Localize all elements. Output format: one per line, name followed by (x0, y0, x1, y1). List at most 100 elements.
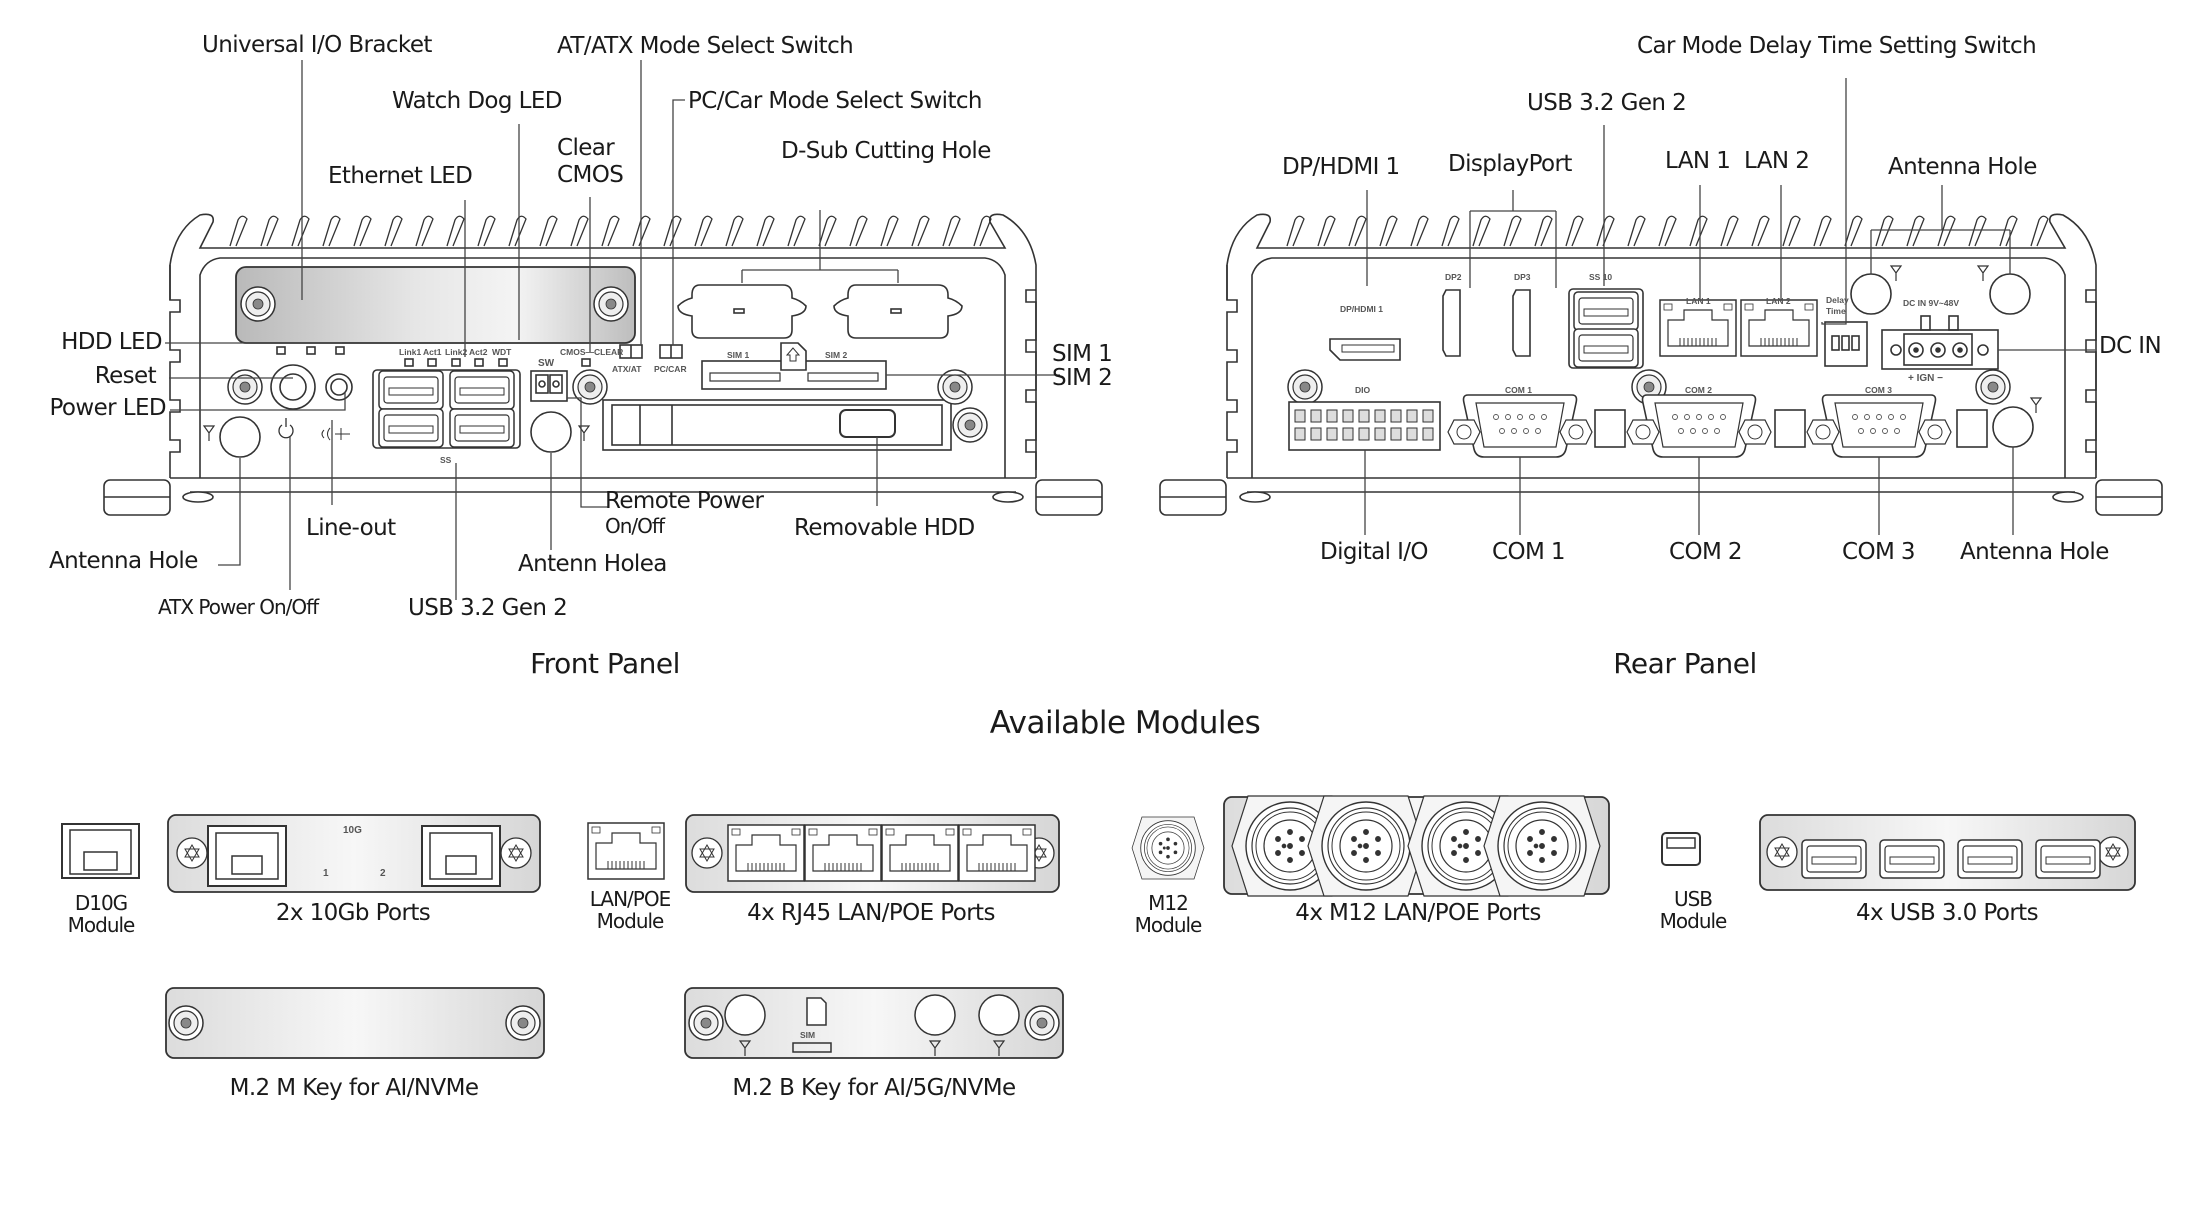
callout-reset: Reset (94, 363, 157, 389)
callout-sim2: SIM 2 (1052, 365, 1113, 391)
module-d10g-label-line1: D10G (74, 891, 128, 915)
silk-wdt: WDT (492, 347, 512, 357)
module-d10g-label-line2: Module (67, 912, 136, 937)
callout-antenna-hole-front-mid: Antenn Holea (518, 551, 667, 577)
callout-atx-power: ATX Power On/Off (158, 595, 319, 619)
silk-dc-in: DC IN 9V~48V (1903, 298, 1959, 308)
callout-hdd-led: HDD LED (61, 329, 162, 355)
callout-antenna-hole-rear-top: Antenna Hole (1888, 154, 2037, 180)
callout-com2: COM 2 (1669, 539, 1743, 565)
heatsink-fins (1286, 215, 2049, 247)
silk-time: Time (1826, 306, 1846, 316)
dio-pin (1294, 409, 1306, 423)
available-modules-title: Available Modules (989, 705, 1261, 741)
silk-delay: Delay (1826, 295, 1849, 305)
silk-act2: Act2 (469, 347, 488, 357)
dio-pin (1406, 409, 1418, 423)
silk-pc-car: PC/CAR (654, 364, 687, 374)
silk-com2: COM 2 (1685, 385, 1712, 395)
dio-pin (1326, 409, 1338, 423)
callout-clear-cmos-line1: Clear (557, 135, 615, 161)
callout-lan1: LAN 1 (1665, 148, 1731, 174)
dio-pin (1358, 409, 1370, 423)
callout-antenna-hole-rear-bottom: Antenna Hole (1960, 539, 2109, 565)
dio-pin (1374, 427, 1386, 441)
silk-sim: SIM (800, 1030, 815, 1040)
callout-universal-io-bracket: Universal I/O Bracket (202, 32, 432, 58)
callout-digital-io: Digital I/O (1320, 539, 1429, 565)
module-m2-m-key-label: M.2 M Key for AI/NVMe (229, 1075, 479, 1101)
callout-sim1: SIM 1 (1052, 341, 1113, 367)
module-usb-ports-label: 4x USB 3.0 Ports (1856, 900, 2039, 926)
silk-10g: 10G (343, 825, 362, 836)
rear-leader-lines (1364, 78, 2095, 535)
silk-com1: COM 1 (1505, 385, 1532, 395)
callout-line-out: Line-out (306, 515, 396, 541)
callout-lan2: LAN 2 (1744, 148, 1810, 174)
silk-lan2: LAN 2 (1766, 296, 1791, 306)
dio-pin (1310, 409, 1322, 423)
dio-pin (1342, 409, 1354, 423)
dio-pin (1422, 427, 1434, 441)
callout-com3: COM 3 (1842, 539, 1916, 565)
callout-dsub-cutting-hole: D-Sub Cutting Hole (781, 138, 991, 164)
callout-ethernet-led: Ethernet LED (328, 163, 473, 189)
dio-pin (1374, 409, 1386, 423)
silk-dp3: DP3 (1514, 272, 1531, 282)
module-m12-label-line1: M12 (1148, 891, 1189, 915)
silk-port-2: 2 (380, 868, 386, 879)
module-usb-label-line2: Module (1659, 908, 1728, 933)
callout-antenna-hole-front-left: Antenna Hole (49, 548, 198, 574)
silk-dp2: DP2 (1445, 272, 1462, 282)
front-panel-drawing (103, 213, 1103, 516)
callout-clear-cmos-line2: CMOS (557, 162, 624, 188)
callout-usb-rear: USB 3.2 Gen 2 (1527, 90, 1687, 116)
dio-pin (1310, 427, 1322, 441)
callout-watch-dog-led: Watch Dog LED (392, 88, 562, 114)
heatsink-fins (229, 215, 992, 247)
dio-pin (1326, 427, 1338, 441)
silk-link2: Link2 (445, 347, 467, 357)
callout-remote-power-line2: On/Off (605, 514, 665, 538)
silk-sw: SW (538, 358, 555, 369)
silk-com3: COM 3 (1865, 385, 1892, 395)
module-lanpoe-label-line1: LAN/POE (589, 887, 671, 911)
callout-com1: COM 1 (1492, 539, 1566, 565)
silk-ign: + IGN − (1908, 373, 1943, 384)
dio-pin (1390, 409, 1402, 423)
module-d10g-label: D10G Module (67, 891, 136, 937)
silk-lan1: LAN 1 (1686, 296, 1711, 306)
dio-pin (1358, 427, 1370, 441)
module-10gb-ports-label: 2x 10Gb Ports (275, 900, 431, 926)
silk-sim2: SIM 2 (825, 350, 847, 360)
silk-port-1: 1 (323, 868, 329, 879)
rear-panel-drawing (1159, 213, 2163, 516)
silk-dp-hdmi1: DP/HDMI 1 (1340, 304, 1383, 314)
dio-pin (1390, 427, 1402, 441)
silk-sim1: SIM 1 (727, 350, 749, 360)
callout-remote-power-line1: Remote Power (605, 488, 764, 514)
module-m12-label: M12 Module (1134, 891, 1203, 937)
front-panel-title: Front Panel (530, 647, 680, 680)
module-rj45-ports-label: 4x RJ45 LAN/POE Ports (747, 900, 995, 926)
modules-drawing (61, 795, 2136, 1059)
silk-cmos-clear: CMOS—CLEAR (560, 347, 623, 357)
silk-act1: Act1 (423, 347, 442, 357)
callout-dc-in: DC IN (2099, 333, 2162, 359)
silk-dio: DIO (1355, 385, 1371, 395)
module-m2-b-key-label: M.2 B Key for AI/5G/NVMe (732, 1075, 1016, 1101)
silk-atx-at: ATX/AT (612, 364, 642, 374)
callout-pc-car-switch: PC/Car Mode Select Switch (688, 88, 982, 114)
callout-power-led: Power LED (49, 395, 166, 421)
module-m12-label-line2: Module (1134, 912, 1203, 937)
dio-pin (1406, 427, 1418, 441)
callout-usb-front: USB 3.2 Gen 2 (408, 595, 568, 621)
dio-pin (1342, 427, 1354, 441)
module-lanpoe-label: LAN/POE Module (589, 887, 671, 933)
silk-link1: Link1 (399, 347, 421, 357)
module-usb-label: USB Module (1659, 888, 1728, 933)
silk-ss10: SS 10 (1589, 272, 1612, 282)
module-lanpoe-label-line2: Module (596, 908, 665, 933)
callout-at-atx-switch: AT/ATX Mode Select Switch (557, 33, 854, 59)
